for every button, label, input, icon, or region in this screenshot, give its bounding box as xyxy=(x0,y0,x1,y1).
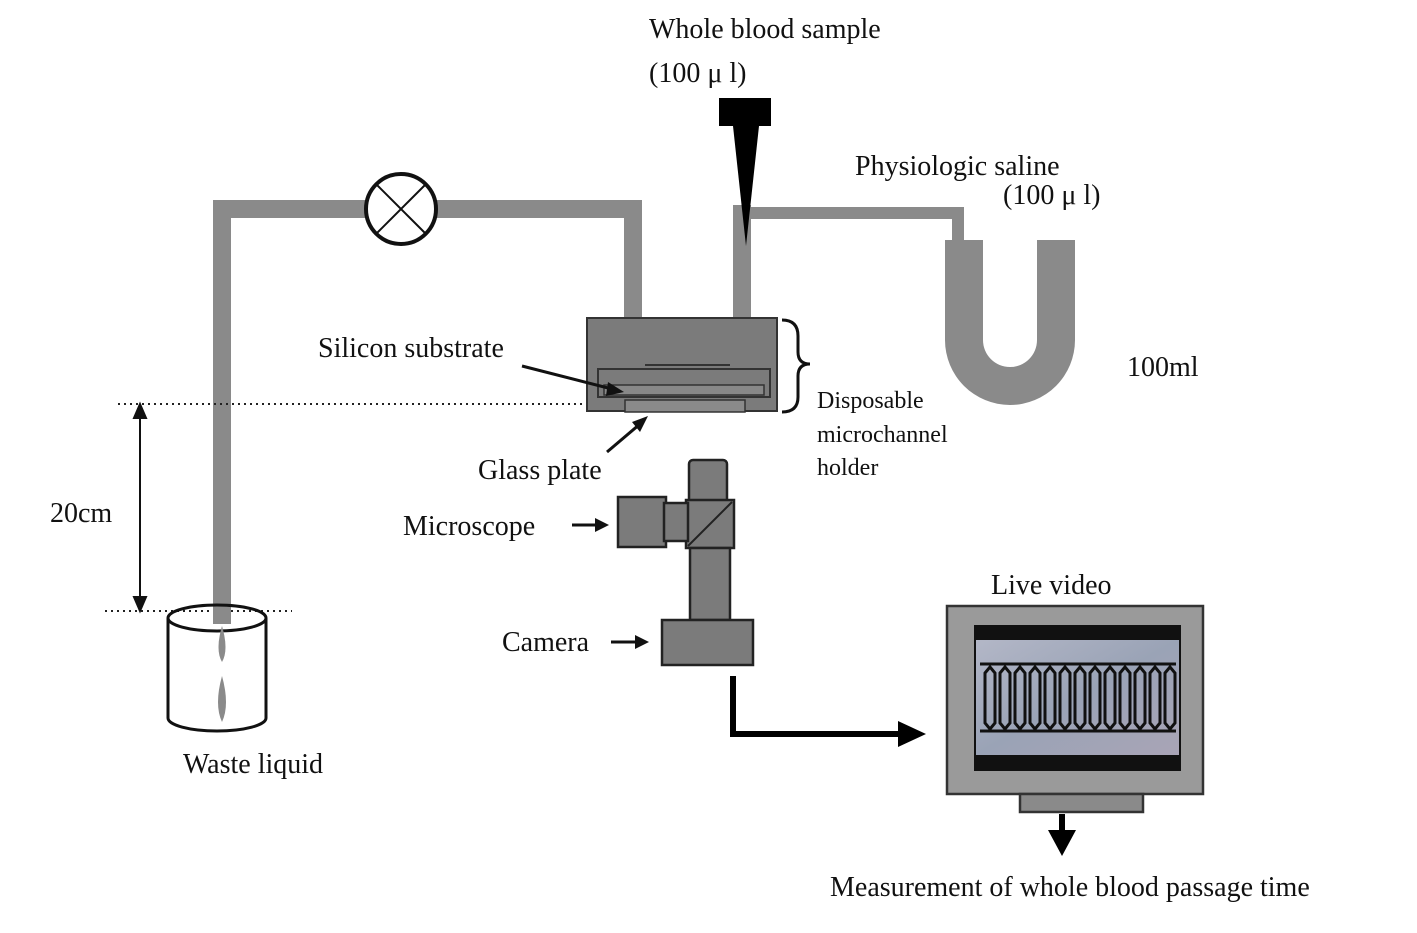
label-camera: Camera xyxy=(502,627,590,658)
microchannel-holder xyxy=(586,317,778,413)
pipette-icon xyxy=(719,98,771,246)
camera-icon xyxy=(660,618,755,667)
label-reservoir-volume: 100ml xyxy=(1127,352,1199,383)
label-physiologic-saline: Physiologic saline xyxy=(855,151,1060,182)
measurement-arrow xyxy=(1048,814,1076,856)
label-height: 20cm xyxy=(50,498,112,529)
valve-icon xyxy=(364,172,438,246)
label-silicon-substrate: Silicon substrate xyxy=(318,333,504,364)
u-tube-reservoir-icon xyxy=(945,240,1075,405)
glass-plate xyxy=(624,399,746,413)
label-waste-liquid: Waste liquid xyxy=(183,749,323,780)
label-disposable-3: holder xyxy=(817,455,878,481)
label-arrows xyxy=(521,364,649,649)
brace-icon xyxy=(781,318,811,414)
monitor-icon xyxy=(945,604,1205,814)
drop-icon xyxy=(218,626,226,662)
label-whole-blood-volume: (100 μ l) xyxy=(649,58,746,89)
waste-beaker-icon xyxy=(166,603,268,733)
label-glass-plate: Glass plate xyxy=(478,455,602,486)
height-dimension-arrow xyxy=(132,401,148,614)
label-disposable-2: microchannel xyxy=(817,422,948,448)
label-disposable-1: Disposable xyxy=(817,388,924,414)
saline-tube xyxy=(749,207,964,219)
label-microscope: Microscope xyxy=(403,511,535,542)
microscope-icon xyxy=(616,458,736,622)
label-live-video: Live video xyxy=(991,570,1112,601)
label-saline-volume: (100 μ l) xyxy=(1003,180,1100,211)
microchannel-pattern xyxy=(980,662,1177,733)
label-measurement: Measurement of whole blood passage time xyxy=(830,872,1310,903)
label-whole-blood-sample: Whole blood sample xyxy=(649,14,881,45)
outlet-tube xyxy=(624,200,642,320)
drop-icon xyxy=(218,676,226,722)
silicon-substrate xyxy=(597,368,771,398)
video-signal-arrow xyxy=(730,676,926,747)
